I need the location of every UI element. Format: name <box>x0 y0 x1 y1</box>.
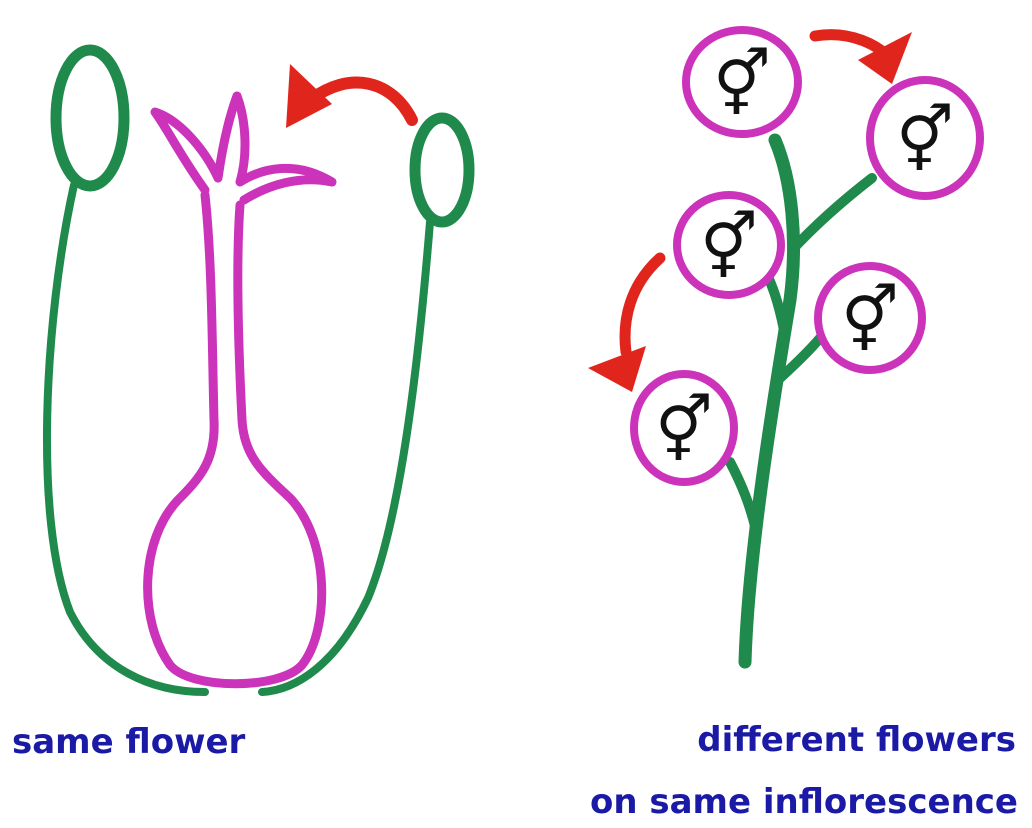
arrow-top-to-right <box>815 32 912 84</box>
inflorescence-caption: on same inflorescence <box>590 782 1018 822</box>
arrow-middle-to-lower <box>588 258 660 392</box>
hermaphrodite-symbol-icon: ⚥ <box>655 393 713 468</box>
flower-middle-right: ⚥ <box>818 266 922 370</box>
flower-top: ⚥ <box>686 30 798 134</box>
right-stamen <box>262 118 469 692</box>
style-and-ovary <box>148 195 322 684</box>
hermaphrodite-symbol-icon: ⚥ <box>713 47 771 122</box>
arrow-head <box>588 346 646 392</box>
self-pollination-arrow <box>286 64 412 128</box>
hermaphrodite-symbol-icon: ⚥ <box>841 283 899 358</box>
same-flower-illustration <box>47 50 469 692</box>
inflorescence-illustration: ⚥ ⚥ ⚥ ⚥ ⚥ <box>588 30 980 662</box>
pistil <box>148 96 332 684</box>
flower-lower-left: ⚥ <box>634 374 734 482</box>
hermaphrodite-symbol-icon: ⚥ <box>896 103 954 178</box>
right-anther <box>415 118 469 222</box>
arrow-shaft <box>625 258 660 352</box>
branch-lower-left <box>730 462 756 530</box>
branch-upper-right <box>792 178 872 250</box>
same-flower-caption: same flower <box>12 722 245 762</box>
left-anther <box>56 50 124 186</box>
hermaphrodite-symbol-icon: ⚥ <box>700 210 758 285</box>
left-filament <box>47 185 205 692</box>
right-filament <box>262 222 430 692</box>
flower-middle-left: ⚥ <box>677 195 781 295</box>
flower-upper-right: ⚥ <box>870 80 980 196</box>
different-flowers-caption: different flowers <box>697 720 1016 760</box>
